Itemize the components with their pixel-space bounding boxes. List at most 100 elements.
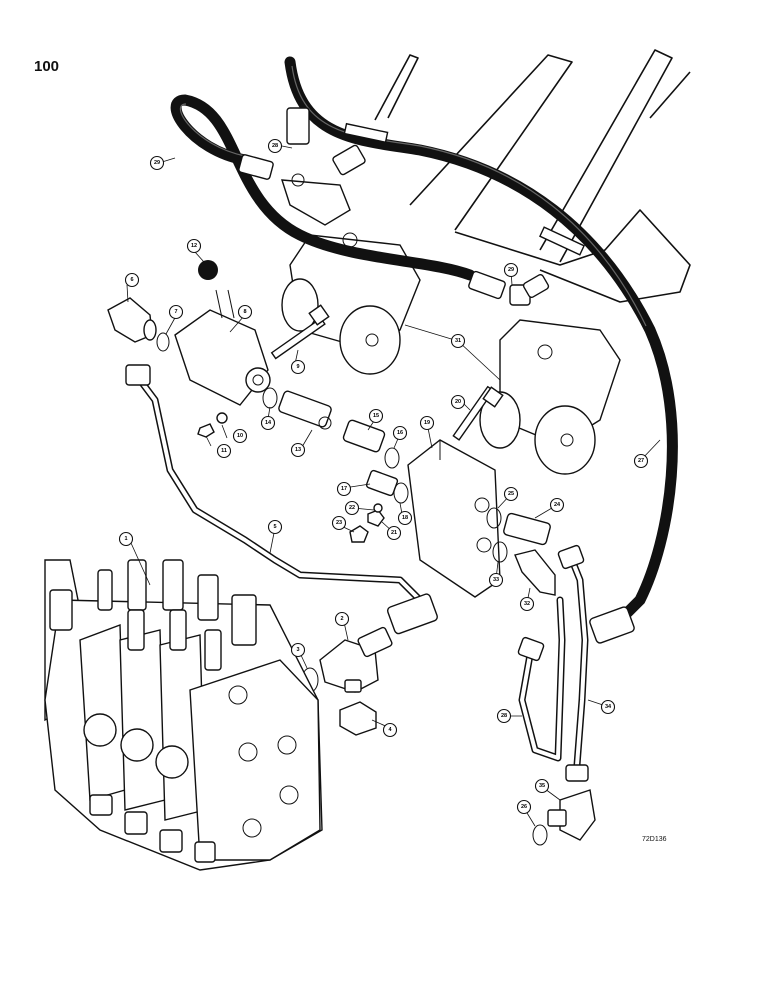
callout-31: 31 xyxy=(450,333,466,349)
manifold-block-19 xyxy=(407,439,501,598)
o-ring-18 xyxy=(393,482,409,504)
o-ring-16 xyxy=(384,447,400,469)
callout-9: 9 xyxy=(290,359,306,375)
callout-33: 33 xyxy=(488,572,504,588)
callout-18: 18 xyxy=(397,510,413,526)
callout-7: 7 xyxy=(168,304,184,320)
callout-2: 2 xyxy=(334,611,350,627)
svg-text:29: 29 xyxy=(508,267,514,273)
pin-bolt-30 xyxy=(452,385,504,441)
callout-13: 13 xyxy=(290,442,306,458)
callout-16: 16 xyxy=(392,425,408,441)
fitting-15 xyxy=(342,419,386,453)
nut-11 xyxy=(197,423,215,438)
o-ring-7 xyxy=(156,332,170,352)
callout-24: 24 xyxy=(549,497,565,513)
elbow-32 xyxy=(514,549,556,596)
callout-12: 12 xyxy=(186,238,202,254)
o-ring-25 xyxy=(486,507,502,529)
callout-14: 14 xyxy=(260,415,276,431)
hose-end-fitting xyxy=(589,606,635,644)
svg-text:26: 26 xyxy=(521,804,527,810)
elbow-6 xyxy=(107,297,157,343)
callout-21: 21 xyxy=(386,525,402,541)
svg-text:25: 25 xyxy=(508,491,514,497)
callout-3: 3 xyxy=(290,642,306,658)
svg-text:22: 22 xyxy=(349,505,355,511)
svg-text:16: 16 xyxy=(397,430,403,436)
svg-text:34: 34 xyxy=(605,704,612,710)
tube-34 xyxy=(557,544,589,782)
callout-17: 17 xyxy=(336,481,352,497)
callout-20: 20 xyxy=(450,394,466,410)
svg-text:20: 20 xyxy=(455,399,461,405)
tube-5 xyxy=(125,364,438,635)
small-parts-21-22-23 xyxy=(349,503,385,543)
svg-text:28: 28 xyxy=(501,713,507,719)
callout-22: 22 xyxy=(344,500,360,516)
svg-text:4: 4 xyxy=(388,727,392,733)
svg-text:23: 23 xyxy=(336,520,342,526)
svg-text:27: 27 xyxy=(638,458,644,464)
valve-body-8 xyxy=(174,289,271,406)
svg-text:35: 35 xyxy=(539,783,545,789)
svg-text:10: 10 xyxy=(237,433,243,439)
callout-26: 26 xyxy=(516,799,532,815)
callout-11: 11 xyxy=(216,443,232,459)
svg-text:6: 6 xyxy=(130,277,133,283)
svg-text:11: 11 xyxy=(221,448,227,454)
callout-6: 6 xyxy=(124,272,140,288)
svg-text:33: 33 xyxy=(493,577,499,583)
callout-27: 27 xyxy=(633,453,649,469)
svg-text:15: 15 xyxy=(373,413,379,419)
elbow-fitting-29 xyxy=(468,270,550,306)
svg-text:12: 12 xyxy=(191,243,197,249)
svg-text:18: 18 xyxy=(402,515,408,521)
callout-8: 8 xyxy=(237,304,253,320)
svg-text:7: 7 xyxy=(174,309,177,315)
control-valve-bank xyxy=(44,559,323,871)
callout-28-top: 28 xyxy=(267,138,283,154)
svg-text:24: 24 xyxy=(554,502,561,508)
callout-32: 32 xyxy=(519,596,535,612)
svg-text:21: 21 xyxy=(391,530,397,536)
callout-28-lower: 28 xyxy=(496,708,512,724)
callout-35: 35 xyxy=(534,778,550,794)
cylinder-assembly xyxy=(281,49,691,475)
callout-4: 4 xyxy=(382,722,398,738)
svg-text:8: 8 xyxy=(243,309,246,315)
fitting-17 xyxy=(365,469,399,497)
hose-clamp xyxy=(343,122,585,256)
tube-28 xyxy=(517,596,566,762)
svg-text:28: 28 xyxy=(272,143,278,149)
pin-bolt-9 xyxy=(270,304,330,360)
callout-15: 15 xyxy=(368,408,384,424)
tee-fitting-2 xyxy=(319,626,393,693)
callout-10: 10 xyxy=(232,428,248,444)
callout-29-right: 29 xyxy=(503,262,519,278)
svg-text:19: 19 xyxy=(424,420,430,426)
page-number: 100 xyxy=(34,58,60,75)
svg-text:17: 17 xyxy=(341,486,347,492)
svg-text:13: 13 xyxy=(295,447,301,453)
fitting-13 xyxy=(278,390,332,430)
svg-text:3: 3 xyxy=(296,647,299,653)
cap-nut-4 xyxy=(339,701,377,736)
fitting-24 xyxy=(503,512,551,546)
tee-fitting-28 xyxy=(238,107,366,226)
ball-12 xyxy=(198,260,218,280)
callout-5: 5 xyxy=(267,519,283,535)
hose-27 xyxy=(284,56,678,631)
callout-34: 34 xyxy=(600,699,616,715)
svg-text:29: 29 xyxy=(154,160,160,166)
o-ring-33 xyxy=(492,541,508,563)
figure-code: 72D136 xyxy=(642,836,667,843)
svg-text:5: 5 xyxy=(273,524,276,530)
tee-fitting-35 xyxy=(547,789,596,841)
svg-text:31: 31 xyxy=(455,338,461,344)
callout-19: 19 xyxy=(419,415,435,431)
callout-36: 36 xyxy=(0,0,3,3)
svg-text:1: 1 xyxy=(124,536,127,542)
svg-text:32: 32 xyxy=(524,601,530,607)
